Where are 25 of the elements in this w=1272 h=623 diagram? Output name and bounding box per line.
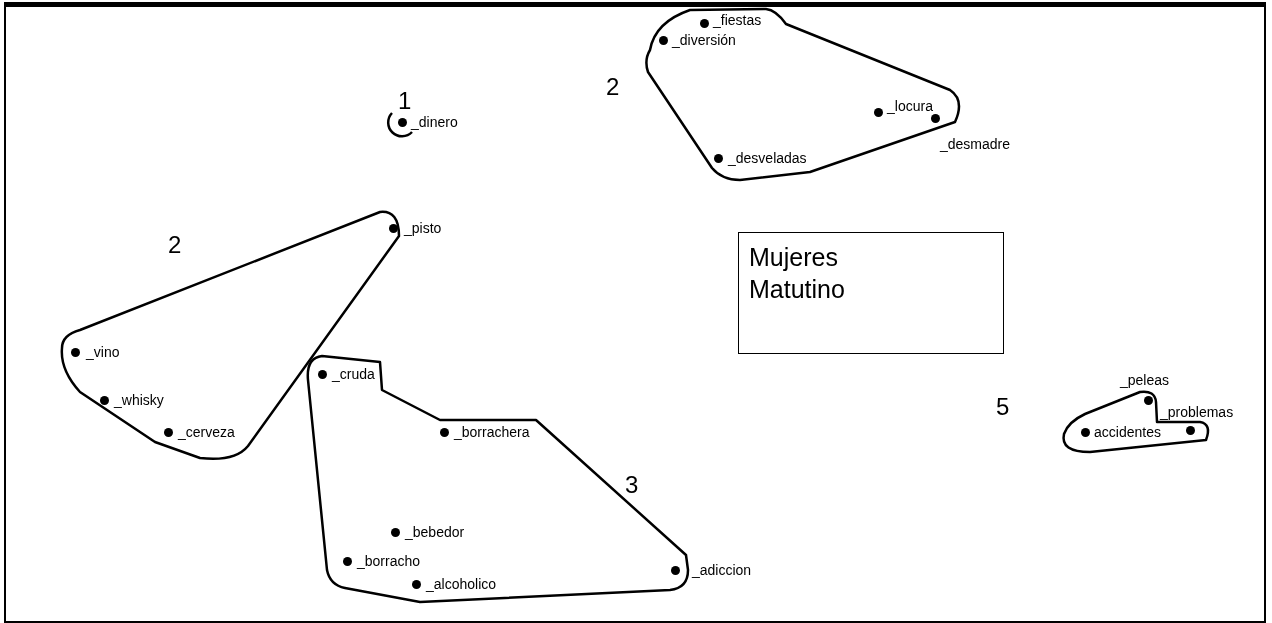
point-label: _peleas <box>1120 372 1170 388</box>
point-label: _pisto <box>404 220 442 236</box>
point-label: _adiccion <box>692 562 752 578</box>
point-label: _cerveza <box>178 424 235 440</box>
point-label: accidentes <box>1094 424 1161 440</box>
point-label: _problemas <box>1160 404 1234 420</box>
point-label: _whisky <box>114 392 164 408</box>
point-label: _locura <box>887 98 933 114</box>
point-label: _alcoholico <box>426 576 497 592</box>
cluster-number: 2 <box>606 74 620 100</box>
cluster-number: 2 <box>168 232 182 258</box>
point-label: _desmadre <box>940 136 1011 152</box>
point-label: _borracho <box>357 553 421 569</box>
title-box: Mujeres Matutino <box>738 232 1004 354</box>
point-label: _desveladas <box>728 150 807 166</box>
point-label: _vino <box>86 344 120 360</box>
point-label: _cruda <box>332 366 375 382</box>
point-label: _fiestas <box>713 12 762 28</box>
point-label: _borrachera <box>454 424 530 440</box>
point-label: _bebedor <box>405 524 465 540</box>
point-label: _dinero <box>411 114 458 130</box>
cluster-number: 3 <box>625 472 639 498</box>
cluster-number: 5 <box>996 394 1010 420</box>
cluster-number: 1 <box>398 88 412 114</box>
point-label: _diversión <box>672 32 736 48</box>
